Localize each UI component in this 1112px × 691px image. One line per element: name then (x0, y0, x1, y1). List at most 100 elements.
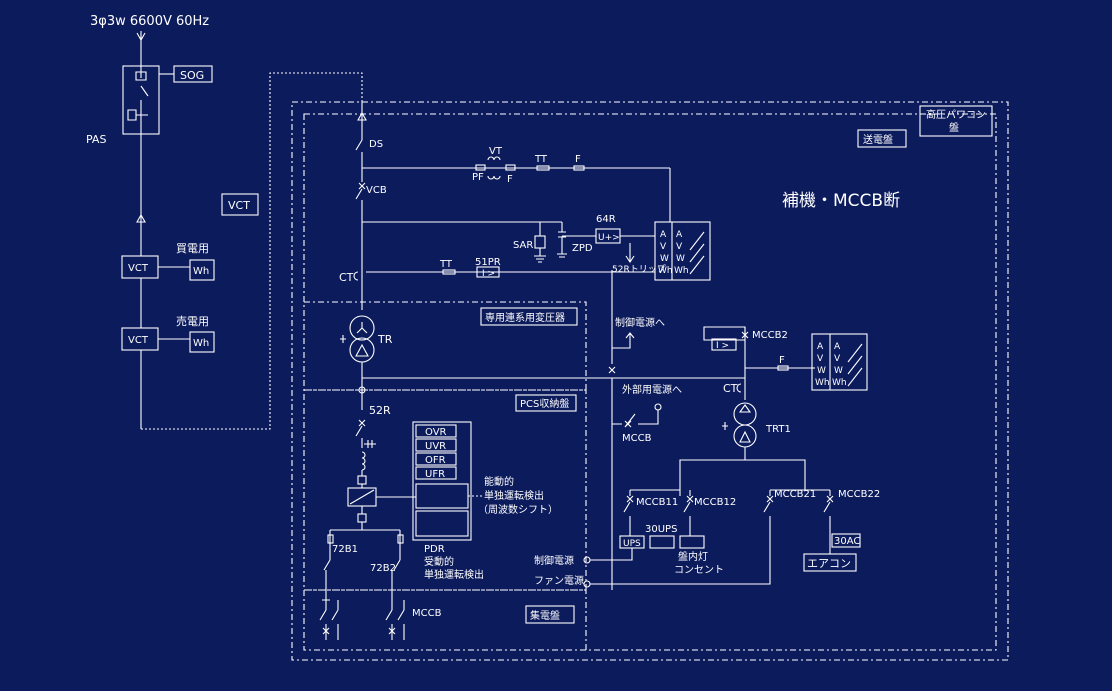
pdr-label: PDR (424, 544, 445, 555)
trt1-winding-2 (733, 424, 757, 448)
vcb-label: VCB (366, 185, 387, 196)
sog-label: SOG (180, 69, 204, 82)
r51-label: 51PR (475, 257, 501, 268)
vt-coil (487, 156, 501, 180)
hv-powercon-label-1: 高圧パワコン (926, 108, 986, 121)
fan-power-label: ファン電源 (534, 574, 584, 587)
ups-label: UPS (623, 539, 641, 549)
passive-note-2: 単独運転検出 (424, 568, 484, 581)
sar-ground (534, 248, 546, 263)
ovr-label: OVR (425, 427, 447, 438)
lamp-box (679, 535, 705, 549)
mccb22-label: MCCB22 (838, 489, 880, 500)
sar-box (534, 235, 546, 249)
mp1-r3: Wh (658, 266, 673, 276)
hv-powercon-outline (291, 101, 1009, 661)
mp1-s2: W (676, 254, 685, 264)
trip-arrow (625, 243, 635, 263)
mp2-s0: A (834, 342, 841, 352)
ct2-label: CT (723, 382, 738, 395)
trt1-label: TRT1 (765, 424, 791, 435)
uvr-label: UVR (425, 441, 446, 452)
hv-powercon-label-2: 盤 (949, 121, 959, 134)
f2-label: F (575, 154, 581, 165)
vcb-switch (355, 182, 366, 270)
mp1-s0: A (676, 230, 683, 240)
pas-label: PAS (86, 133, 106, 146)
buy-wh-label: Wh (193, 266, 209, 277)
trt1-winding-1 (733, 402, 757, 426)
collector-panel-outline (304, 589, 587, 650)
vct-cable-label: VCT (228, 199, 250, 212)
active-detector (415, 483, 469, 509)
relay-stack (412, 421, 472, 541)
pcs-panel-label: PCS収納盤 (520, 397, 569, 410)
b2-label: 72B2 (370, 563, 396, 574)
mp2-r3: Wh (815, 378, 830, 388)
passive-note-1: 受動的 (424, 555, 454, 568)
vt-label: VT (489, 146, 503, 157)
mp2-r2: W (817, 366, 826, 376)
active-note-3: （周波数シフト） (478, 503, 558, 516)
ups30-box (649, 535, 675, 549)
active-note-2: 単独運転検出 (484, 489, 544, 502)
collector-panel-label-box (525, 605, 575, 624)
lamp-label-2: コンセント (674, 564, 724, 576)
mp2-r1: V (817, 354, 824, 364)
buy-vct-label: VCT (128, 263, 149, 274)
hv-powercon-label-box (919, 105, 993, 137)
u-relay-label: U+> (598, 233, 620, 243)
ext-power-to: 外部用電源へ (622, 383, 682, 396)
f1-label: F (507, 174, 513, 185)
buy-wh-box (189, 259, 215, 281)
aircon-box (803, 553, 857, 572)
transformer-panel-outline (304, 301, 587, 391)
mp1-r2: W (660, 254, 669, 264)
mp1-r0: A (660, 230, 667, 240)
source-label: 3φ3w 6600V 60Hz (90, 14, 209, 29)
tt2-label: TT (439, 259, 453, 270)
transmission-outline (303, 113, 997, 651)
cable-head-triangle (136, 213, 146, 223)
mp1-s1: V (676, 242, 683, 252)
mccb12-label: MCCB12 (694, 497, 736, 508)
zpd-cap (557, 222, 567, 258)
sar-label: SAR (513, 240, 533, 251)
lamp-label-1: 盤内灯 (678, 550, 708, 563)
transformer-panel-label-box (480, 307, 578, 326)
i-relay-box (476, 266, 500, 278)
mccb-bottom-label: MCCB (412, 608, 442, 619)
tt1-label: TT (534, 154, 548, 165)
pf-label: PF (472, 172, 484, 183)
b1-label: 72B1 (332, 544, 358, 555)
aux-mccb-note: 補機・MCCB断 (782, 191, 900, 211)
mp2-s3: Wh (832, 378, 847, 388)
i-relay-label: I > (482, 269, 495, 279)
sell-meter-label: 売電用 (176, 315, 209, 328)
vct-cable-run (141, 72, 363, 430)
mp2-s2: W (834, 366, 843, 376)
r64-label: 64R (596, 214, 616, 225)
mccb-label: MCCB (622, 433, 652, 444)
i-relay2-label: I > (716, 341, 729, 351)
transmission-label-box (857, 129, 907, 148)
ct1-label: CT (339, 271, 354, 284)
collector-panel-label: 集電盤 (530, 609, 560, 622)
mp2-s1: V (834, 354, 841, 364)
mccb21-label: MCCB21 (774, 489, 816, 500)
reactor (361, 451, 366, 476)
mp1-s3: Wh (674, 266, 689, 276)
pcs-panel-label-box (515, 394, 577, 412)
tr-winding-1 (349, 315, 375, 341)
ufr-label: UFR (425, 469, 445, 480)
ac30-label: 30AC (834, 536, 860, 547)
ups30-label: 30UPS (645, 524, 677, 535)
mccb2-label: MCCB2 (752, 330, 788, 341)
active-note-1: 能動的 (484, 475, 514, 488)
zpd-label: ZPD (572, 243, 593, 254)
meter-panel-2 (811, 333, 868, 391)
r52-label: 52R (369, 404, 391, 417)
trip52-label: 52Rトリップ (612, 264, 666, 275)
source-arrow (136, 31, 146, 42)
